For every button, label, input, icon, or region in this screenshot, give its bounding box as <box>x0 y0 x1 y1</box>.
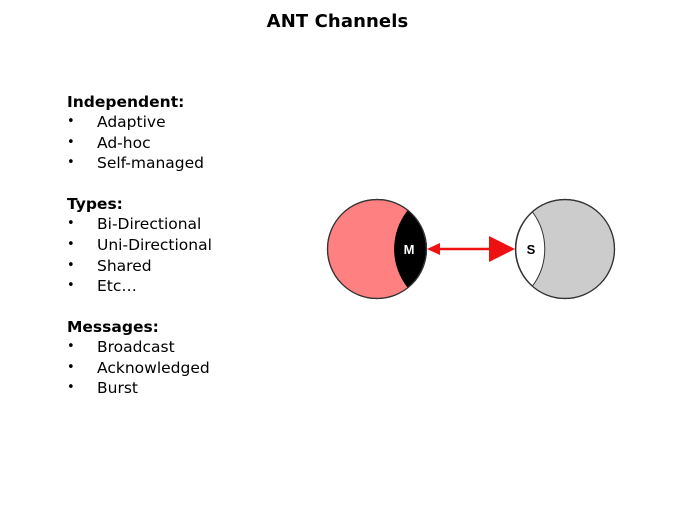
master-label: M <box>404 242 415 257</box>
list-item: •Broadcast <box>67 337 175 356</box>
slide-title: ANT Channels <box>266 11 409 32</box>
bullet-list: •Adaptive •Ad-hoc •Self-managed <box>67 112 212 174</box>
list-item: •Bi-Directional <box>67 215 202 234</box>
bullet-icon: • <box>67 114 75 129</box>
bullet-icon: • <box>67 380 75 396</box>
bullet-icon: • <box>67 155 75 171</box>
list-item: •Ad-hoc <box>67 133 151 152</box>
section-independent: Independent: •Adaptive •Ad-hoc •Self-man… <box>67 92 212 174</box>
list-item: •Self-managed <box>67 154 205 173</box>
arrowhead-right-icon <box>489 236 515 262</box>
bullet-icon: • <box>67 338 75 354</box>
arrowhead-left-icon <box>427 243 440 255</box>
list-item: •Shared <box>67 256 152 275</box>
master-outline <box>326 198 428 300</box>
section-heading: Independent: <box>67 93 185 111</box>
list-item: •Acknowledged <box>67 358 210 377</box>
slave-outline <box>514 198 616 300</box>
slave-node: S <box>514 198 616 300</box>
bullet-icon: • <box>67 236 75 252</box>
bidirectional-arrow <box>427 236 515 262</box>
list-item: •Uni-Directional <box>67 235 212 254</box>
bullet-icon: • <box>67 134 75 150</box>
master-region <box>394 210 426 288</box>
bullet-icon: • <box>67 359 75 375</box>
list-item: •Etc… <box>67 277 137 296</box>
master-node: M <box>326 198 428 300</box>
bullet-list: •Broadcast •Acknowledged •Burst <box>67 337 212 399</box>
section-heading: Types: <box>67 195 123 214</box>
section-heading: Messages: <box>67 317 159 336</box>
bullet-list: •Bi-Directional •Uni-Directional •Shared… <box>67 214 212 297</box>
list-item: •Adaptive <box>67 113 166 131</box>
list-item: •Burst <box>67 379 138 398</box>
bullet-icon: • <box>67 278 75 294</box>
slave-label: S <box>527 242 536 257</box>
section-types: Types: •Bi-Directional •Uni-Directional … <box>67 194 212 297</box>
bullet-content: Independent: •Adaptive •Ad-hoc •Self-man… <box>67 92 212 419</box>
section-messages: Messages: •Broadcast •Acknowledged •Burs… <box>67 317 212 399</box>
bullet-icon: • <box>67 216 75 232</box>
bullet-icon: • <box>67 257 75 273</box>
